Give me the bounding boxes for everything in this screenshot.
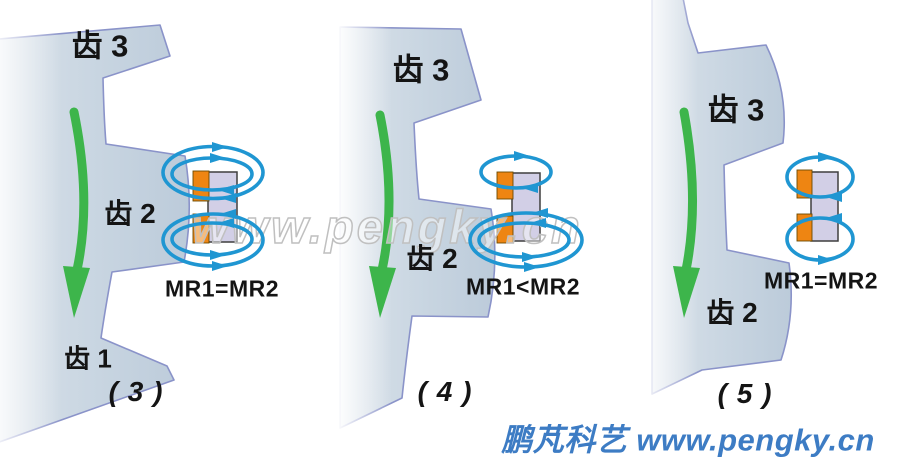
rotation-arrow-panel-3	[63, 107, 90, 318]
field-arrow	[212, 142, 228, 152]
field-arrow	[532, 208, 548, 218]
tooth-label-3-panel-4: 齿 3	[392, 52, 450, 88]
rotation-arrow-head	[63, 266, 90, 318]
field-arrow	[218, 185, 234, 195]
field-arrow	[522, 252, 538, 262]
field-arrow	[220, 209, 236, 219]
field-arrow	[530, 218, 546, 228]
field-arrow	[826, 192, 842, 202]
rotation-arrow-panel-5	[673, 107, 700, 318]
panel-caption-4: ( 4 )	[417, 376, 473, 407]
tooth-label-3-panel-3: 齿 3	[71, 28, 129, 64]
field-arrow	[212, 261, 228, 271]
tooth-label-2-panel-3: 齿 2	[104, 198, 156, 229]
sensor-reading-panel-5: MR1=MR2	[763, 267, 879, 294]
field-arrow	[220, 193, 236, 203]
rotation-arrow-head	[369, 266, 396, 318]
gear-left-fade-panel-3	[0, 0, 62, 460]
rotation-arrow-shaft	[375, 110, 394, 275]
gear-edge-fades	[0, 0, 698, 460]
field-arrow	[818, 255, 834, 265]
panel-caption-5: ( 5 )	[717, 378, 773, 409]
field-arrow	[524, 262, 540, 272]
field-arrow	[818, 152, 834, 162]
field-arrow	[522, 183, 538, 193]
rotation-arrow-shaft	[69, 107, 89, 275]
rotation-arrow-panel-4	[369, 110, 396, 318]
sensor-reading-panel-3: MR1=MR2	[164, 275, 280, 302]
magnet-body	[207, 171, 238, 243]
tooth-label-1-panel-3: 齿 1	[64, 343, 112, 374]
field-arrow	[826, 213, 842, 223]
field-arrow	[210, 250, 226, 260]
mr-element-1	[796, 169, 813, 199]
field-arrow	[514, 151, 530, 161]
magnet-body	[810, 171, 839, 242]
field-arrow	[210, 153, 226, 163]
tooth-label-2-panel-5: 齿 2	[706, 297, 758, 328]
field-lines-panel-5	[785, 152, 855, 265]
field-lines-panel-3	[161, 142, 265, 271]
panel-caption-3: ( 3 )	[108, 376, 164, 407]
field-lines-panel-4	[468, 151, 584, 272]
sensor-reading-panel-4: MR1<MR2	[465, 273, 581, 300]
mr-sensor-assembly-panel-5	[796, 169, 839, 242]
rotation-arrow-shaft	[679, 107, 698, 275]
field-arrow	[218, 218, 234, 228]
mr-element-1	[192, 170, 210, 202]
footer-brand: 鹏芃科艺 www.pengky.cn	[501, 422, 875, 458]
tooth-label-2-panel-4: 齿 2	[406, 243, 458, 274]
rotation-arrow-head	[673, 266, 700, 318]
gear-left-fade-panel-4	[336, 0, 392, 460]
tooth-label-3-panel-5: 齿 3	[707, 92, 765, 128]
mr-sensor-assembly-panel-3	[192, 170, 238, 244]
